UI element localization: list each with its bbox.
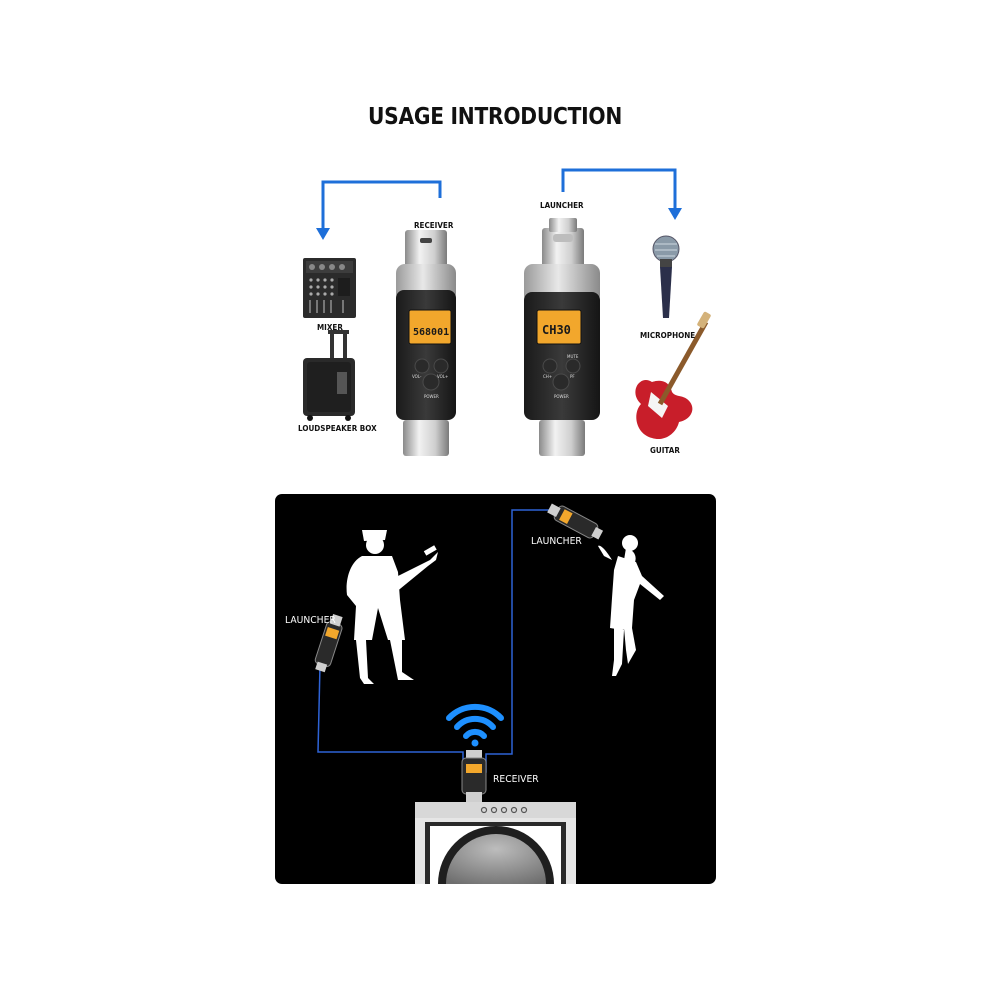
receiver-label: RECEIVER	[414, 221, 454, 230]
receiver-vol-minus-label: VOL-	[412, 374, 422, 379]
launcher-ch-label: CH+	[543, 374, 552, 379]
receiver-power-label: POWER	[424, 394, 439, 399]
launcher-label: LAUNCHER	[540, 201, 584, 210]
launcher-pf-label: PF	[570, 374, 575, 379]
launcher-device-scene-right	[547, 503, 604, 540]
scene-launcher-left-label: LAUNCHER	[285, 615, 336, 626]
amplifier-image	[415, 802, 576, 884]
launcher-device-image	[524, 218, 600, 456]
receiver-lcd-text: 568001	[413, 327, 449, 338]
receiver-vol-plus-label: VOL+	[437, 374, 448, 379]
guitar-label: GUITAR	[650, 446, 680, 455]
receiver-device-image	[396, 230, 456, 456]
launcher-lcd-text: CH30	[542, 323, 571, 337]
mixer-label: MIXER	[317, 323, 343, 332]
singer-silhouette	[598, 535, 664, 676]
launcher-power-label: POWER	[554, 394, 569, 399]
loudspeaker-box-image	[303, 330, 355, 421]
page-title: USAGE INTRODUCTION	[367, 104, 623, 130]
launcher-device-scene-left	[314, 614, 343, 673]
receiver-device-scene	[461, 750, 487, 802]
guitar-image	[635, 311, 711, 440]
receiver-to-output-arrow	[316, 180, 442, 240]
launcher-to-input-arrow	[561, 168, 682, 220]
mixer-image	[303, 258, 356, 318]
wifi-icon	[446, 703, 504, 747]
scene-launcher-right-label: LAUNCHER	[531, 536, 582, 547]
microphone-label: MICROPHONE	[640, 331, 696, 340]
guitarist-silhouette	[346, 530, 438, 684]
launcher-mute-label: MUTE	[567, 354, 579, 359]
microphone-image	[652, 235, 680, 318]
scene-receiver-label: RECEIVER	[493, 774, 539, 785]
loudspeaker-box-label: LOUDSPEAKER BOX	[298, 424, 377, 433]
